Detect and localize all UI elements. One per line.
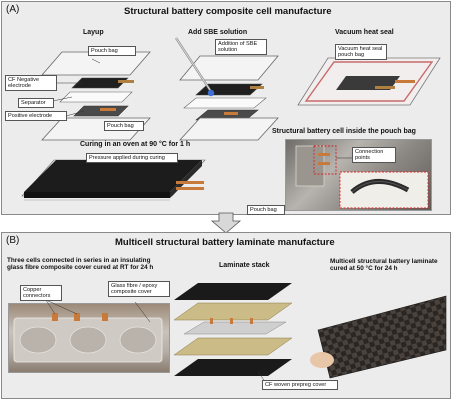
add-sbe-title: Add SBE solution [188,29,248,36]
layup-separator-label: Separator [18,98,54,109]
layup-cf-negative [71,77,129,89]
layup-title: Layup [83,29,104,36]
cell-inside-title: Structural battery cell inside the pouch… [272,128,416,135]
glass-cover-label: Glass fibre / epoxy composite cover [108,281,170,298]
panel-a-title: Structural battery composite cell manufa… [124,6,332,17]
laminate-layer-5 [174,359,292,376]
curing-label: Pressure applied during curing [86,153,178,164]
cell-pouch-bag-label: Pouch bag [247,205,285,216]
multicell-laminate [317,295,447,379]
laminate-layer-4 [173,337,293,356]
multicell-title: Multicell structural battery laminate cu… [330,258,438,273]
hand [310,352,334,368]
vacuum-label: Vacuum heat seal pouch bag [335,44,387,61]
layup-cf-negative-label: CF Negative electrode [5,75,57,92]
layup-pouch-bottom-label: Pouch bag [104,121,144,132]
connection-points-highlight [313,145,337,175]
three-cells-title: Three cells connected in series in an in… [7,257,154,272]
layup-pouch-top-label: Pouch bag [88,46,136,57]
vacuum-title: Vacuum heat seal [335,29,394,36]
laminate-layer-3 [183,321,287,335]
panel-b-title: Multicell structural battery laminate ma… [115,237,335,248]
curing-title: Curing in an oven at 90 °C for 1 h [80,141,191,148]
connection-points-label: Connection points [352,147,396,164]
laminate-title: Laminate stack [219,262,270,269]
layup-positive-tab [100,108,116,111]
add-sbe-label: Addition of SBE solution [215,39,267,56]
panel-a-tag: (A) [6,4,20,15]
cf-cover-label: CF woven prepreg cover [262,380,338,391]
down-arrow-icon [210,212,242,234]
panel-b-tag: (B) [6,235,20,246]
sbe-drop [207,89,215,97]
laminate-layer-1 [174,283,292,300]
copper-connectors-label: Copper connectors [20,285,62,302]
laminate-layer-2 [173,302,293,321]
layup-positive-label: Positive electrode [5,111,67,122]
layup-cf-tab [118,80,134,83]
